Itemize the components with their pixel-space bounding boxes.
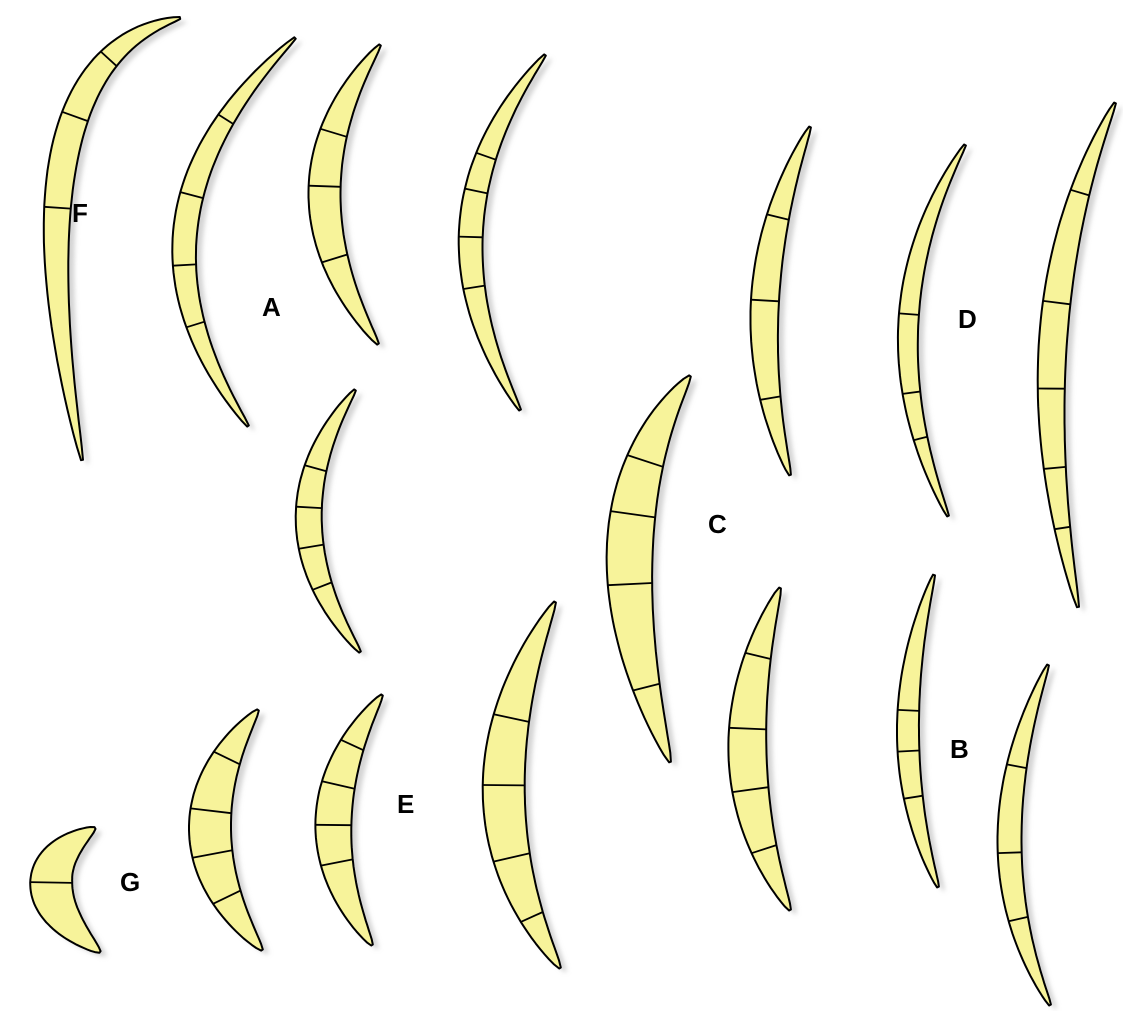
label-e: E <box>397 789 414 819</box>
spore-e-1 <box>483 602 561 969</box>
spore-b-2-septum-2 <box>998 852 1022 853</box>
label-d: D <box>958 304 977 334</box>
spore-a-1 <box>172 37 295 426</box>
spore-a-2-septum-2 <box>309 186 341 187</box>
spore-a-1-body <box>172 37 295 426</box>
spore-b-1-septum-2 <box>898 751 920 752</box>
label-c: C <box>708 509 727 539</box>
spore-a-3-septum-3 <box>459 237 483 238</box>
label-f: F <box>72 198 88 228</box>
spore-layer <box>30 17 1116 1006</box>
spore-d-1-body <box>898 145 966 517</box>
spore-a-4-body <box>296 389 361 652</box>
label-g: G <box>120 867 140 897</box>
spore-b-1-septum-1 <box>898 710 920 711</box>
label-a: A <box>262 292 281 322</box>
spore-d-1 <box>898 145 966 517</box>
spore-g-1-septum-1 <box>30 882 72 883</box>
spore-d-2-body <box>1038 103 1116 608</box>
spore-a-4 <box>296 389 361 652</box>
label-b: B <box>950 734 969 764</box>
spore-d-2 <box>1038 103 1116 608</box>
